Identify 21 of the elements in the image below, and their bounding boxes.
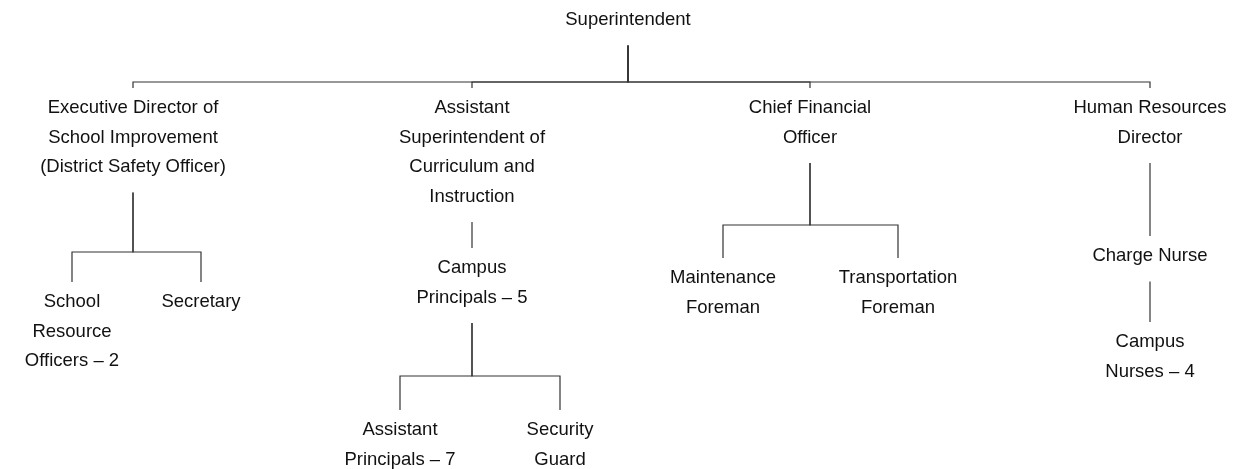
- connector-line: [1149, 162, 1151, 237]
- position-title: School Resource Officers – 2: [23, 289, 121, 372]
- position-title: Chief Financial Officer: [747, 95, 873, 149]
- position-title: Secretary: [161, 289, 241, 313]
- connector-line: [1149, 280, 1151, 323]
- connector-line: [471, 221, 473, 249]
- position-title: Executive Director of School Improvement (District Safety Officer): [39, 95, 227, 178]
- position-title: Human Resources Director: [1072, 95, 1228, 149]
- connector-line: [627, 44, 1151, 89]
- connector-line: [471, 322, 561, 411]
- connector-line: [809, 162, 899, 259]
- position-title: Campus Principals – 5: [415, 255, 529, 309]
- position-title: Superintendent: [565, 7, 691, 31]
- position-title: Assistant Superintendent of Curriculum and Instruction: [397, 95, 547, 208]
- position-title: Security Guard: [525, 417, 595, 469]
- position-title: Charge Nurse: [1092, 243, 1208, 267]
- position-title: Campus Nurses – 4: [1104, 329, 1196, 383]
- position-title: Assistant Principals – 7: [343, 417, 457, 469]
- connector-line: [132, 191, 202, 283]
- position-title: Transportation Foreman: [837, 265, 959, 319]
- position-title: Maintenance Foreman: [669, 265, 777, 319]
